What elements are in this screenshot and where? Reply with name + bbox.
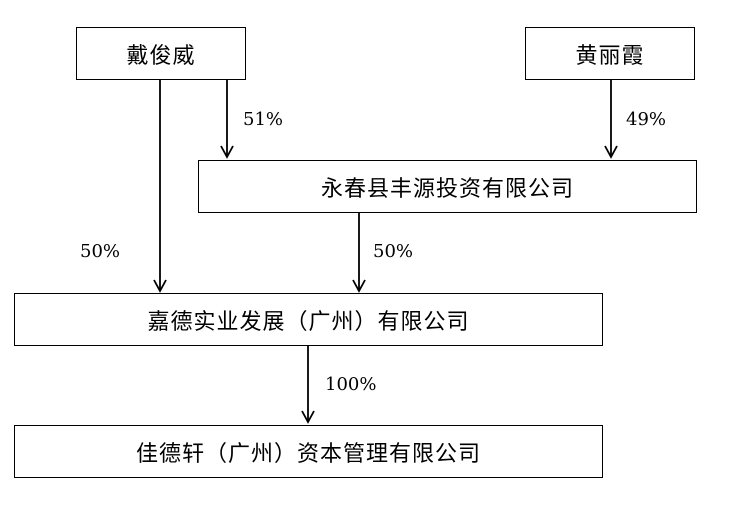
node-jiade: 嘉德实业发展（广州）有限公司: [14, 293, 603, 346]
node-yongchun-label: 永春县丰源投资有限公司: [320, 176, 574, 202]
edge-label-51: 51%: [243, 109, 284, 130]
node-jiadexuan-label: 佳德轩（广州）资本管理有限公司: [135, 441, 481, 467]
node-huang-lixia: 黄丽霞: [525, 27, 695, 80]
node-jiade-label: 嘉德实业发展（广州）有限公司: [147, 309, 470, 335]
node-dai-junwei-label: 戴俊威: [126, 43, 196, 69]
node-jiadexuan: 佳德轩（广州）资本管理有限公司: [14, 425, 603, 478]
edge-label-100: 100%: [325, 374, 377, 395]
edge-label-50-yongchun: 50%: [373, 241, 414, 262]
node-huang-lixia-label: 黄丽霞: [575, 43, 645, 69]
node-dai-junwei: 戴俊威: [76, 27, 246, 80]
node-yongchun: 永春县丰源投资有限公司: [198, 160, 697, 213]
edge-label-49: 49%: [626, 109, 667, 130]
edge-label-50-dai: 50%: [80, 241, 121, 262]
